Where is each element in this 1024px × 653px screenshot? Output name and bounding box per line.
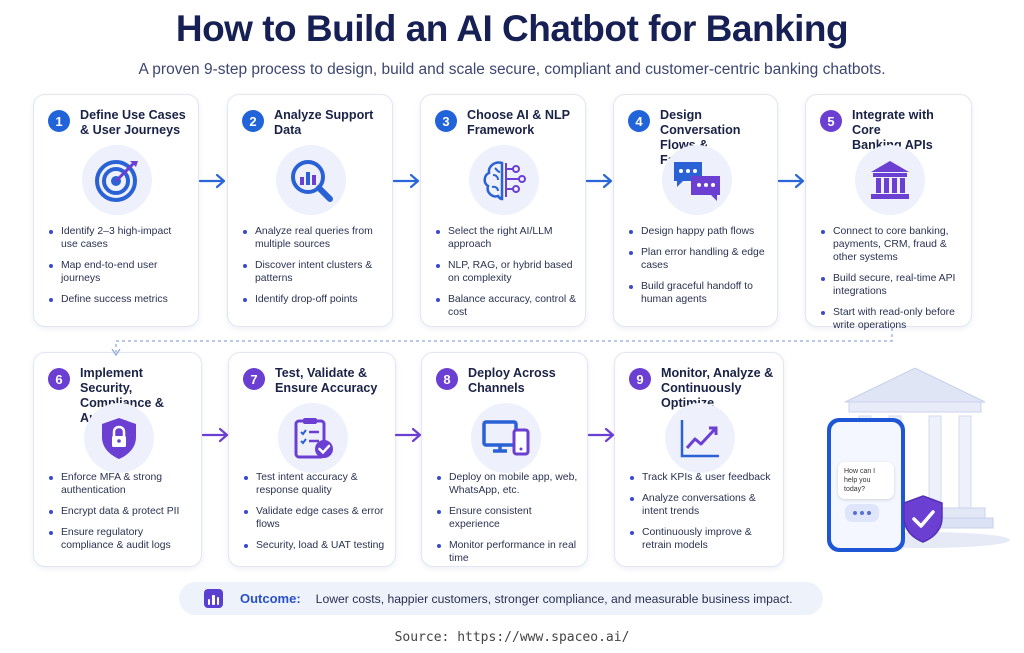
- bullet-item: Start with read-only before write operat…: [820, 306, 963, 332]
- step-bullets: Analyze real queries from multiple sourc…: [242, 225, 384, 314]
- bullet-item: Ensure consistent experience: [436, 505, 579, 531]
- bar-chart-icon: [204, 589, 223, 608]
- shield-check-icon: [903, 495, 943, 543]
- bullet-item: Design happy path flows: [628, 225, 769, 238]
- outcome-banner: Outcome: Lower costs, happier customers,…: [179, 582, 823, 615]
- chat-bubble-text: How can I help you today?: [844, 468, 876, 493]
- bullet-item: Plan error handling & edge cases: [628, 246, 769, 272]
- target-icon: [82, 145, 152, 215]
- step-number-badge: 2: [242, 110, 264, 132]
- bullet-item: Continuously improve & retrain models: [629, 526, 775, 552]
- devices-icon: [471, 403, 541, 473]
- magnifier-chart-icon: [276, 145, 346, 215]
- arrow-right-icon: [394, 427, 422, 443]
- step-title: Monitor, Analyze &Continuously Optimize: [661, 366, 774, 410]
- bullet-item: Ensure regulatory compliance & audit log…: [48, 526, 193, 552]
- step-number-badge: 8: [436, 368, 458, 390]
- brain-circuit-icon: [469, 145, 539, 215]
- bank-icon: [855, 145, 925, 215]
- chat-bubbles-icon: [662, 145, 732, 215]
- page-subtitle: A proven 9-step process to design, build…: [138, 61, 886, 78]
- trend-chart-icon: [665, 403, 735, 473]
- bullet-item: Security, load & UAT testing: [243, 539, 387, 552]
- step-number-badge: 9: [629, 368, 651, 390]
- bullet-item: Build secure, real-time API integrations: [820, 272, 963, 298]
- outcome-label: Outcome:: [240, 591, 301, 606]
- bullet-item: Validate edge cases & error flows: [243, 505, 387, 531]
- step-title: Define Use Cases& User Journeys: [80, 108, 186, 137]
- arrow-right-icon: [392, 173, 420, 189]
- bullet-item: Encrypt data & protect PII: [48, 505, 193, 518]
- step-number-badge: 5: [820, 110, 842, 132]
- bullet-item: Analyze conversations & intent trends: [629, 492, 775, 518]
- shield-lock-icon: [84, 403, 154, 473]
- bullet-item: Select the right AI/LLM approach: [435, 225, 577, 251]
- arrow-right-icon: [198, 173, 226, 189]
- bullet-item: Build graceful handoff to human agents: [628, 280, 769, 306]
- step-title: Test, Validate &Ensure Accuracy: [275, 366, 378, 395]
- step-bullets: Deploy on mobile app, web, WhatsApp, etc…: [436, 471, 579, 573]
- step-number-badge: 6: [48, 368, 70, 390]
- arrow-right-icon: [777, 173, 805, 189]
- outcome-text: Lower costs, happier customers, stronger…: [315, 591, 793, 606]
- step-header: 1 Define Use Cases& User Journeys: [48, 108, 190, 138]
- bullet-item: Identify drop-off points: [242, 293, 384, 306]
- bullet-item: Connect to core banking, payments, CRM, …: [820, 225, 963, 264]
- bullet-item: Discover intent clusters & patterns: [242, 259, 384, 285]
- bullet-item: NLP, RAG, or hybrid based on complexity: [435, 259, 577, 285]
- step-header: 7 Test, Validate &Ensure Accuracy: [243, 366, 387, 396]
- step-number-badge: 3: [435, 110, 457, 132]
- bullet-item: Test intent accuracy & response quality: [243, 471, 387, 497]
- arrow-right-icon: [585, 173, 613, 189]
- step-bullets: Connect to core banking, payments, CRM, …: [820, 225, 963, 340]
- step-number-badge: 4: [628, 110, 650, 132]
- dashed-connector: [111, 328, 893, 357]
- bullet-item: Analyze real queries from multiple sourc…: [242, 225, 384, 251]
- bullet-item: Map end-to-end user journeys: [48, 259, 190, 285]
- phone-mockup: How can I help you today?: [827, 418, 905, 552]
- typing-bubble: [845, 504, 879, 522]
- step-number-badge: 7: [243, 368, 265, 390]
- arrow-right-icon: [201, 427, 229, 443]
- source-caption: Source: https://www.spaceo.ai/: [394, 630, 630, 645]
- bullet-item: Balance accuracy, control & cost: [435, 293, 577, 319]
- clipboard-check-icon: [278, 403, 348, 473]
- bullet-item: Enforce MFA & strong authentication: [48, 471, 193, 497]
- step-card-9: 9 Monitor, Analyze &Continuously Optimize…: [614, 352, 784, 567]
- page-title: How to Build an AI Chatbot for Banking: [175, 8, 849, 49]
- bullet-item: Define success metrics: [48, 293, 190, 306]
- bullet-item: Track KPIs & user feedback: [629, 471, 775, 484]
- bullet-item: Monitor performance in real time: [436, 539, 579, 565]
- bank-phone-illustration: How can I help you today?: [815, 360, 1015, 560]
- arrow-right-icon: [587, 427, 615, 443]
- bullet-item: Identify 2–3 high-impact use cases: [48, 225, 190, 251]
- step-number-badge: 1: [48, 110, 70, 132]
- bullet-item: Deploy on mobile app, web, WhatsApp, etc…: [436, 471, 579, 497]
- chat-bubble: How can I help you today?: [838, 462, 894, 499]
